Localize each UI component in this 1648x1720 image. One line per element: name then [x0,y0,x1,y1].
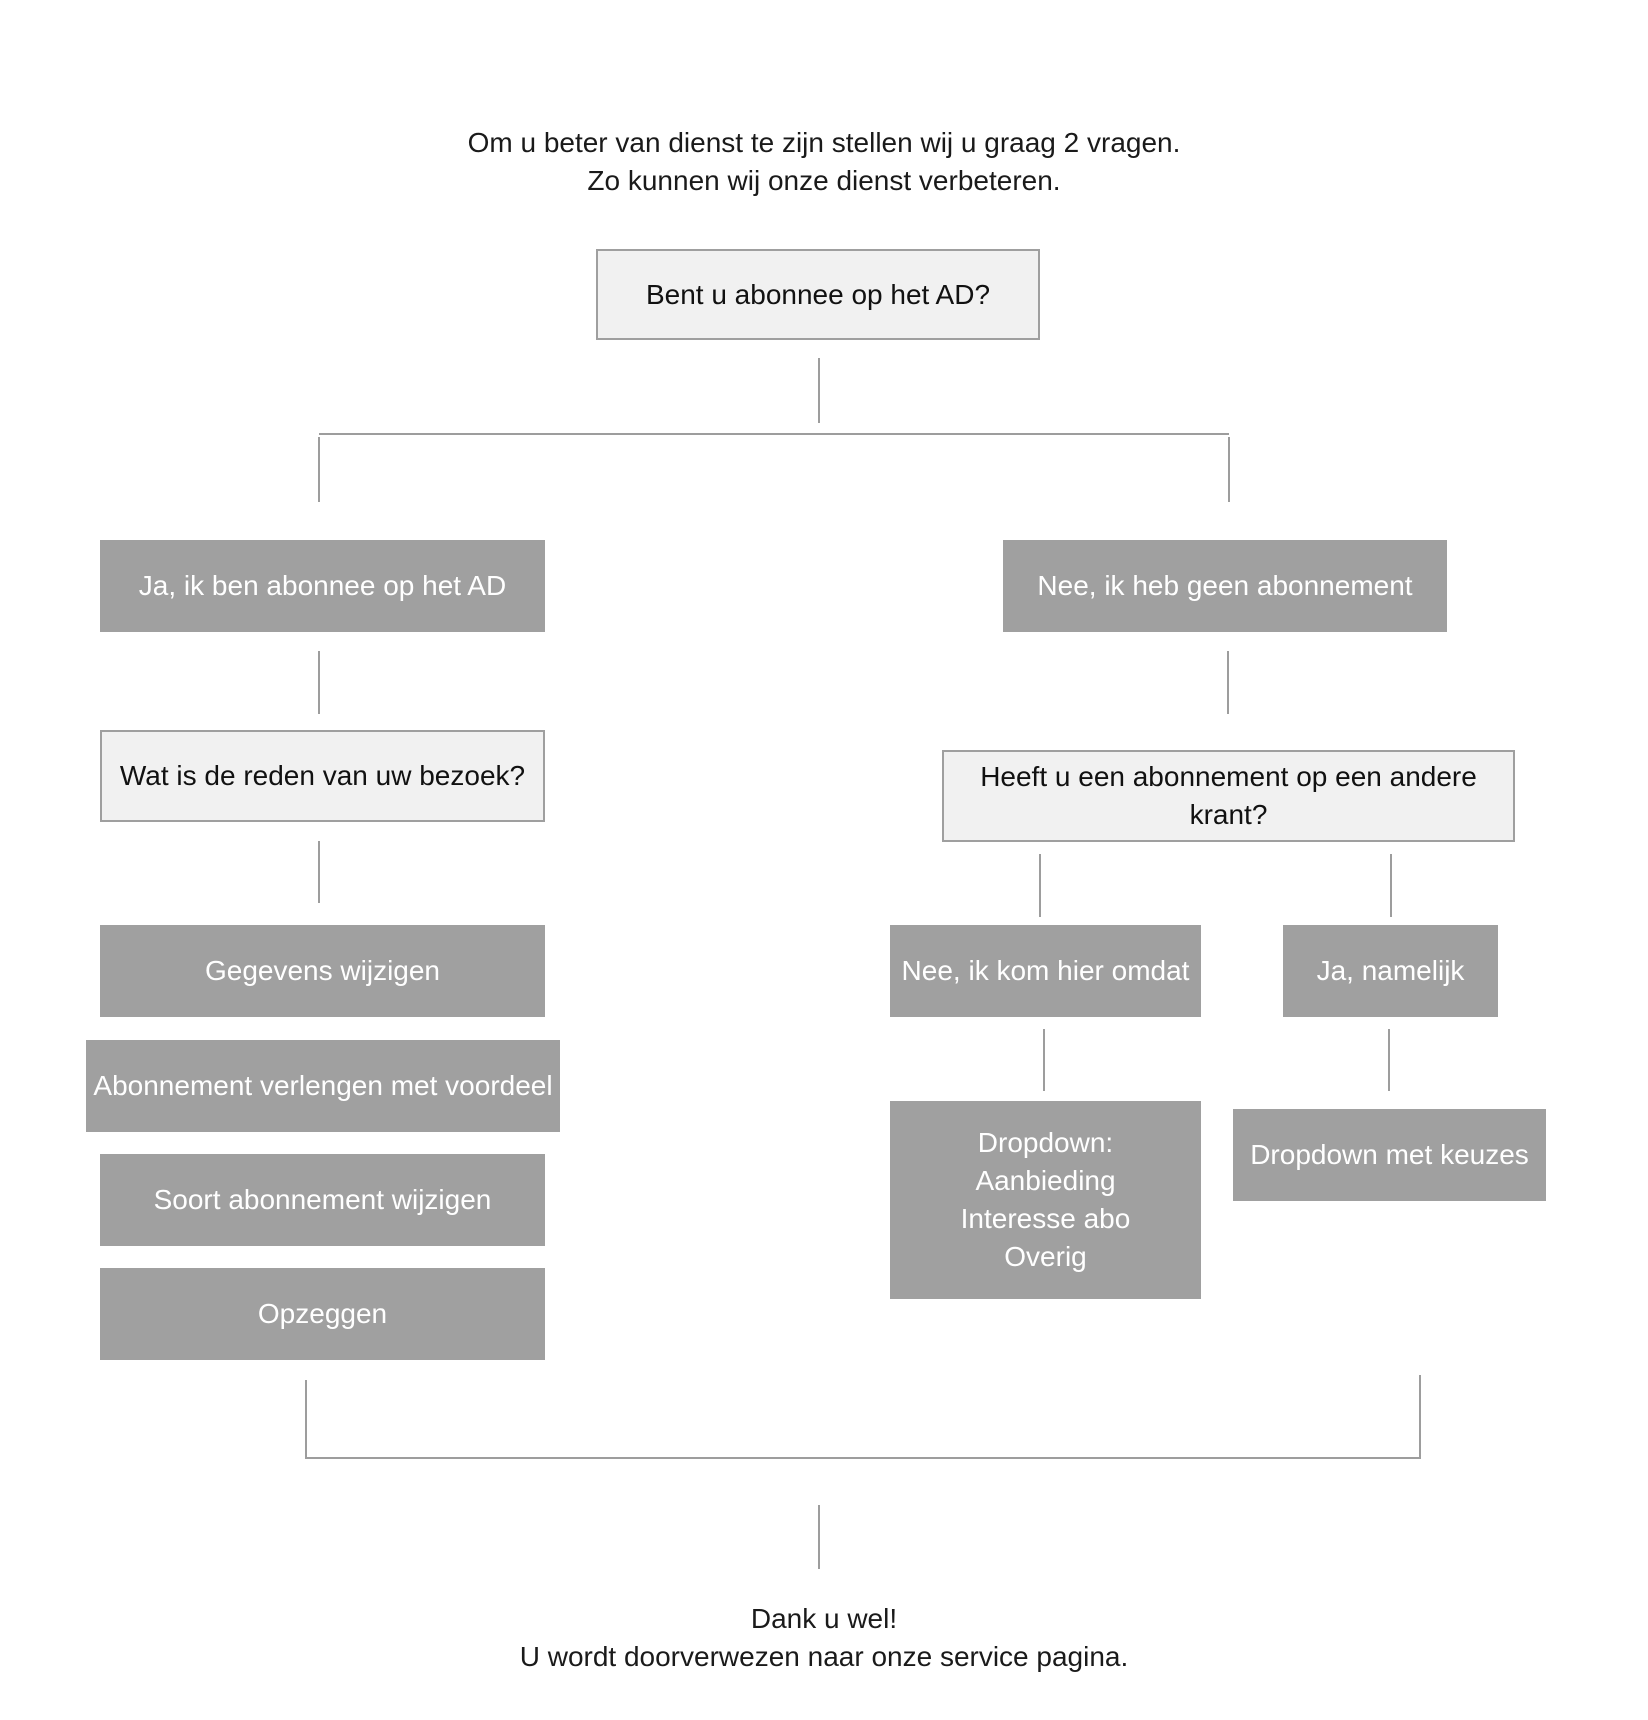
connector-root-split [319,433,1229,435]
outro-line-1: Dank u wel! [750,1603,898,1634]
choices-dropdown-label: Dropdown met keuzes [1250,1139,1529,1170]
answer-no-subscription-label: Nee, ik heb geen abonnement [1037,570,1413,601]
answer-yes-subscriber-label: Ja, ik ben abonnee op het AD [138,570,507,601]
connector-right-answer-down [1227,651,1229,714]
reason-dropdown-option: Overig [1004,1241,1087,1272]
connector-to-outro [818,1505,820,1569]
connector-yes-to-dropdown [1388,1029,1390,1091]
connector-root-down [818,358,820,423]
outro-text: Dank u wel! U wordt doorverwezen naar on… [0,1600,1648,1676]
intro-line-2: Zo kunnen wij onze dienst verbeteren. [587,165,1061,196]
root-question-box: Bent u abonnee op het AD? [596,249,1040,340]
answer-yes-namely[interactable]: Ja, namelijk [1283,925,1498,1017]
answer-no-reason[interactable]: Nee, ik kom hier omdat [890,925,1201,1017]
intro-line-1: Om u beter van dienst te zijn stellen wi… [467,127,1181,158]
answer-yes-subscriber[interactable]: Ja, ik ben abonnee op het AD [100,540,545,632]
connector-left-answer-down [318,651,320,714]
connector-merge-horizontal [306,1457,1420,1459]
other-newspaper-question-label: Heeft u een abonnement op een andere kra… [980,761,1477,830]
option-gegevens-wijzigen[interactable]: Gegevens wijzigen [100,925,545,1017]
reason-dropdown-option: Aanbieding [975,1165,1116,1196]
option-label: Abonnement verlengen met voordeel [93,1070,553,1101]
connector-left-merge-down [305,1380,307,1459]
outro-line-2: U wordt doorverwezen naar onze service p… [519,1641,1129,1672]
choices-dropdown[interactable]: Dropdown met keuzes [1233,1109,1546,1201]
option-soort-wijzigen[interactable]: Soort abonnement wijzigen [100,1154,545,1246]
connector-left-question-down [318,841,320,903]
reason-dropdown-option: Interesse abo [960,1203,1131,1234]
connector-to-right-answer [1228,437,1230,502]
option-label: Gegevens wijzigen [204,955,441,986]
visit-reason-question-label: Wat is de reden van uw bezoek? [119,760,526,791]
option-abonnement-verlengen[interactable]: Abonnement verlengen met voordeel [86,1040,560,1132]
option-label: Soort abonnement wijzigen [153,1184,492,1215]
connector-question-to-yes [1390,854,1392,917]
connector-question-to-no [1039,854,1041,917]
answer-no-reason-label: Nee, ik kom hier omdat [901,955,1190,986]
connector-right-merge-down [1419,1375,1421,1459]
option-label: Opzeggen [257,1298,388,1329]
reason-dropdown-title: Dropdown: [977,1127,1114,1158]
connector-no-to-dropdown [1043,1029,1045,1091]
visit-reason-question-box: Wat is de reden van uw bezoek? [100,730,545,822]
root-question-label: Bent u abonnee op het AD? [645,278,991,310]
answer-yes-namely-label: Ja, namelijk [1316,955,1465,986]
other-newspaper-question-box: Heeft u een abonnement op een andere kra… [942,750,1515,842]
option-opzeggen[interactable]: Opzeggen [100,1268,545,1360]
answer-no-subscription[interactable]: Nee, ik heb geen abonnement [1003,540,1447,632]
intro-text: Om u beter van dienst te zijn stellen wi… [0,124,1648,200]
reason-dropdown[interactable]: Dropdown: Aanbieding Interesse abo Overi… [890,1101,1201,1299]
connector-to-left-answer [318,437,320,502]
